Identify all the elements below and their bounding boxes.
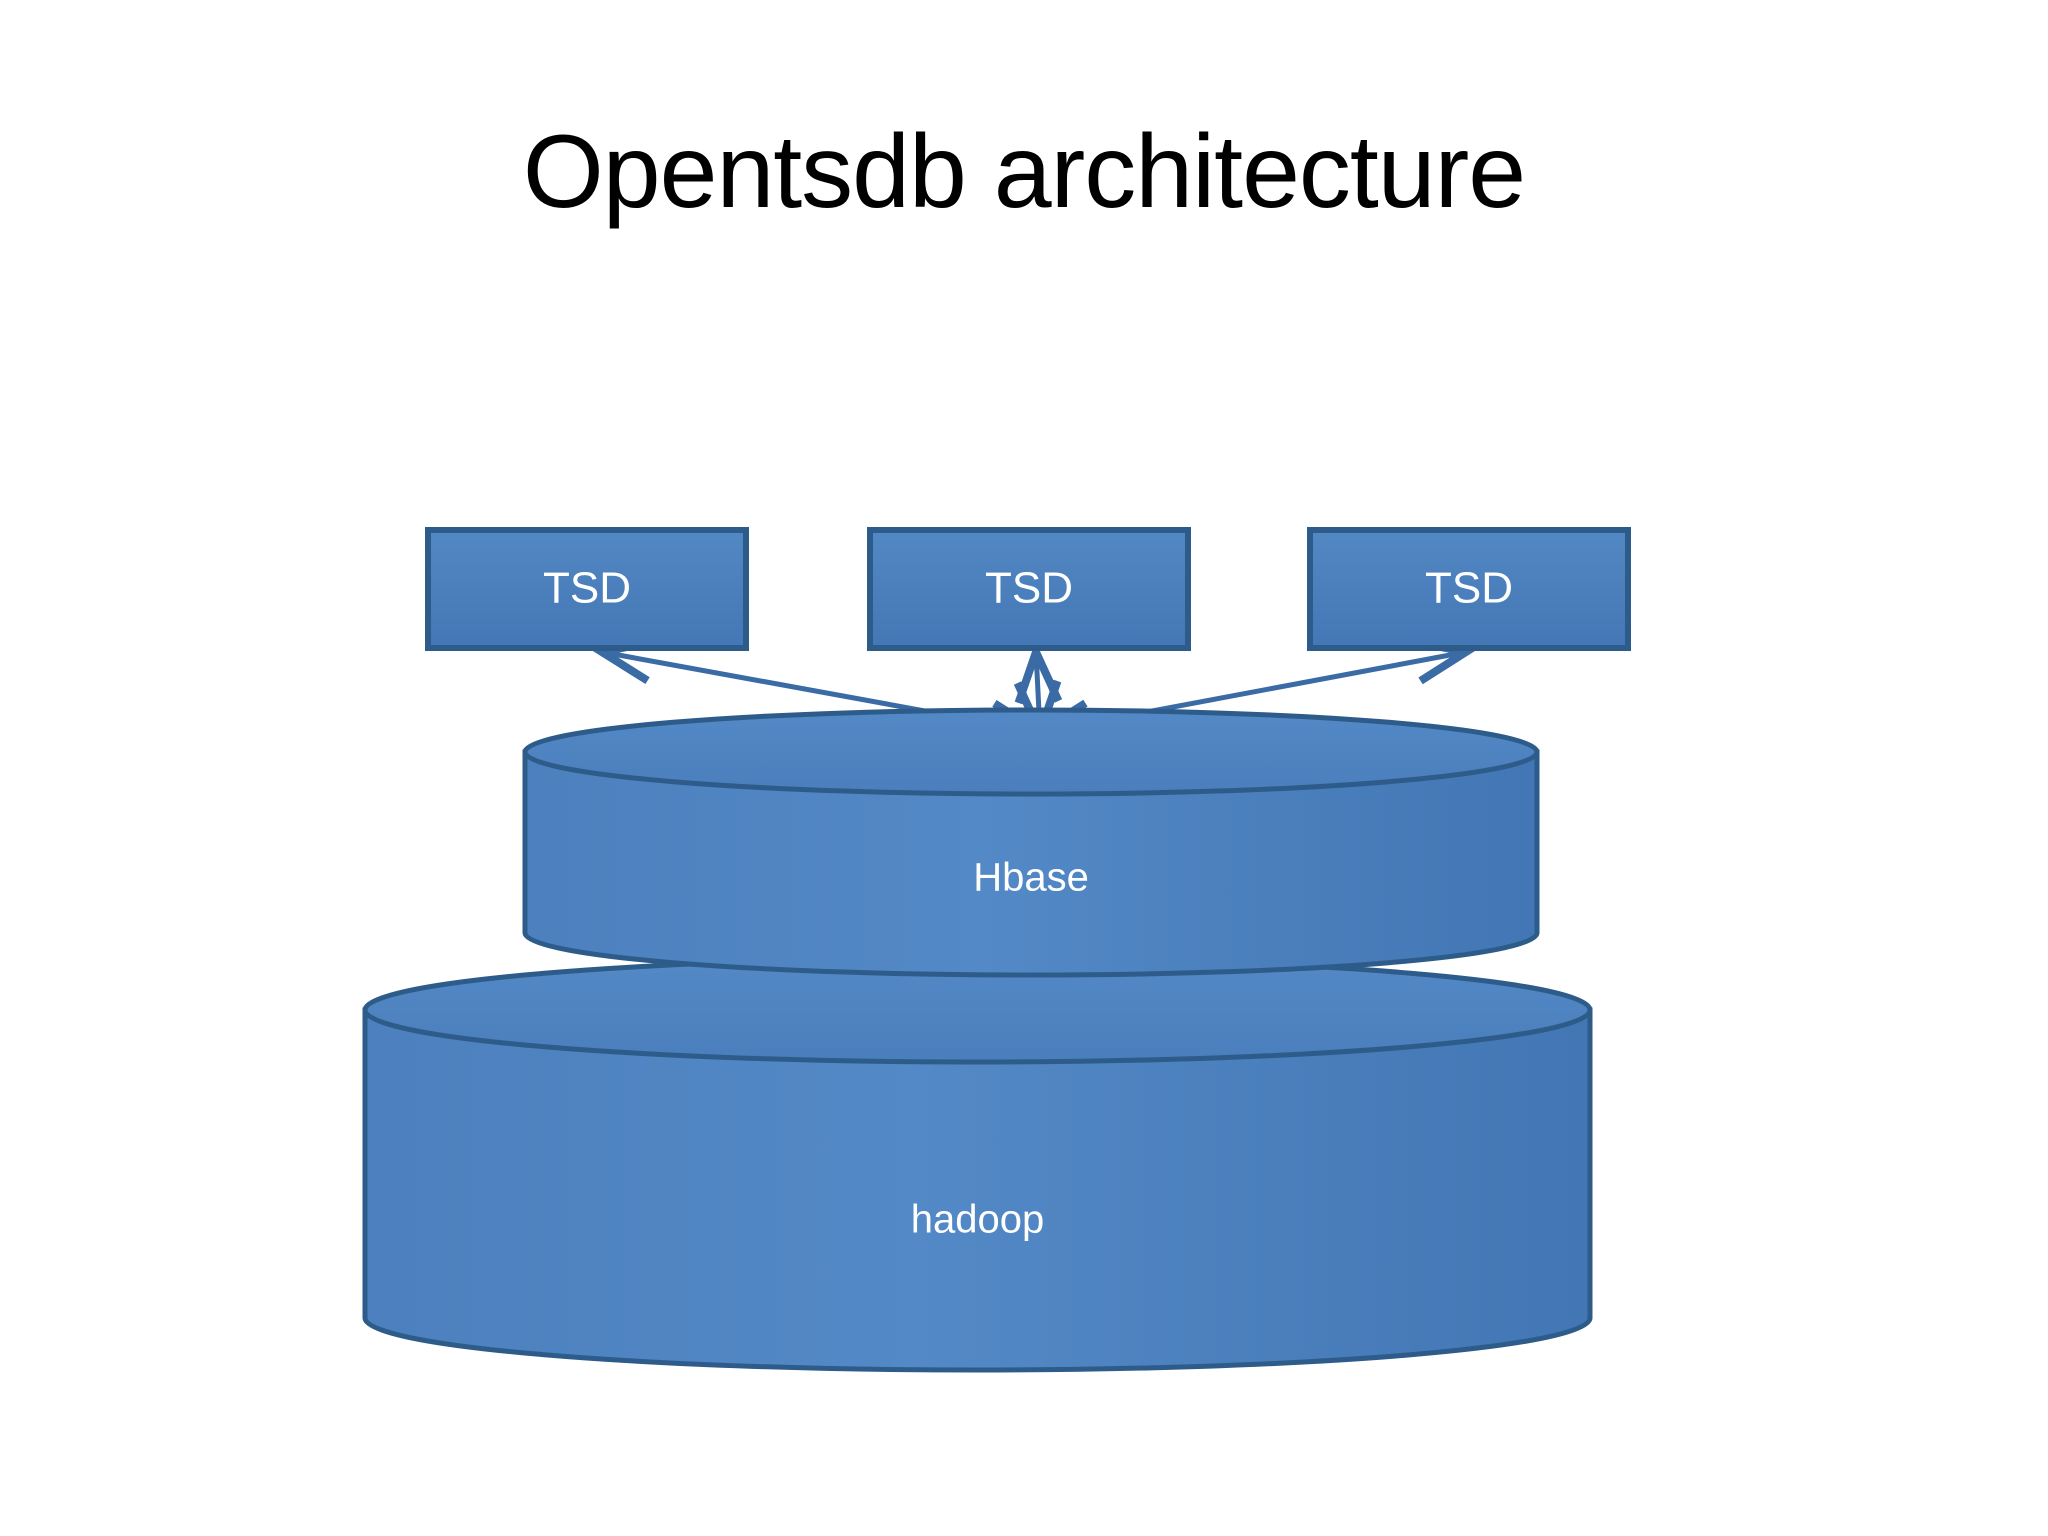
cylinder-hadoop[interactable]: hadoop xyxy=(362,955,1593,1373)
hadoop-label: hadoop xyxy=(911,1198,1044,1242)
hadoop-cylinder-body xyxy=(362,1007,1593,1373)
hbase-cylinder-top xyxy=(522,707,1540,797)
tsd-right-label: TSD xyxy=(1425,564,1513,613)
hbase-cylinder-body xyxy=(522,749,1540,978)
page-title: Opentsdb architecture xyxy=(522,114,1526,230)
cylinder-hbase[interactable]: Hbase xyxy=(522,707,1540,978)
tsd-box-left[interactable]: TSD xyxy=(425,527,749,651)
hbase-label: Hbase xyxy=(973,856,1089,900)
tsd-left-rect xyxy=(425,527,749,651)
tsd-center-rect xyxy=(867,527,1191,651)
tsd-box-center[interactable]: TSD xyxy=(867,527,1191,651)
tsd-right-rect xyxy=(1307,527,1631,651)
tsd-box-right[interactable]: TSD xyxy=(1307,527,1631,651)
tsd-center-label: TSD xyxy=(985,564,1073,613)
tsd-left-label: TSD xyxy=(543,564,631,613)
